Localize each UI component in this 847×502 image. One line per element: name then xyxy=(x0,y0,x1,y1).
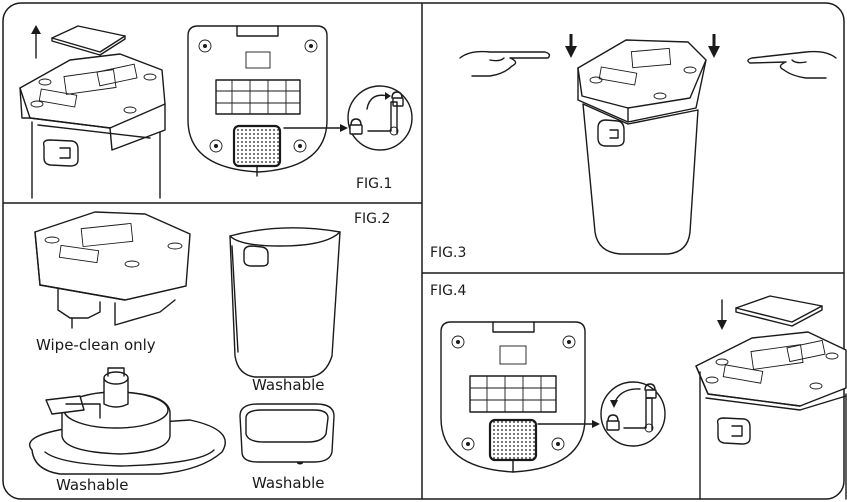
tank-washable-label: Washable xyxy=(252,376,325,394)
fig4-lid-install xyxy=(695,295,847,500)
base-wipe-clean-label: Wipe-clean only xyxy=(36,336,156,354)
arrow-up-icon xyxy=(31,25,41,59)
fig1-lid-removal xyxy=(19,25,166,199)
fig1-label: FIG.1 xyxy=(356,176,393,192)
tray-washable-label: Washable xyxy=(56,476,129,494)
arrow-down-icon xyxy=(565,34,577,58)
unlock-icon xyxy=(391,91,404,107)
fig4-label: FIG.4 xyxy=(430,283,467,299)
fig2-base-wipe-only xyxy=(34,211,191,329)
hand-icon xyxy=(747,50,837,79)
fig4-bottom-lock xyxy=(440,321,666,473)
lock-icon xyxy=(606,414,620,431)
fig3-press-down xyxy=(459,34,837,255)
fig1-bottom-latch xyxy=(187,25,413,177)
fig2-float-tray xyxy=(29,367,226,475)
hand-icon xyxy=(459,50,551,77)
fig3-label: FIG.3 xyxy=(430,245,467,261)
lock-icon xyxy=(349,118,363,135)
cap-washable-label: Washable xyxy=(252,474,325,492)
arrow-down-icon xyxy=(708,34,720,58)
unlock-icon xyxy=(644,383,657,399)
fig2-water-tank xyxy=(229,227,341,378)
fig2-cap xyxy=(239,403,335,465)
arrow-down-icon xyxy=(717,299,727,330)
fig2-label: FIG.2 xyxy=(354,211,391,227)
